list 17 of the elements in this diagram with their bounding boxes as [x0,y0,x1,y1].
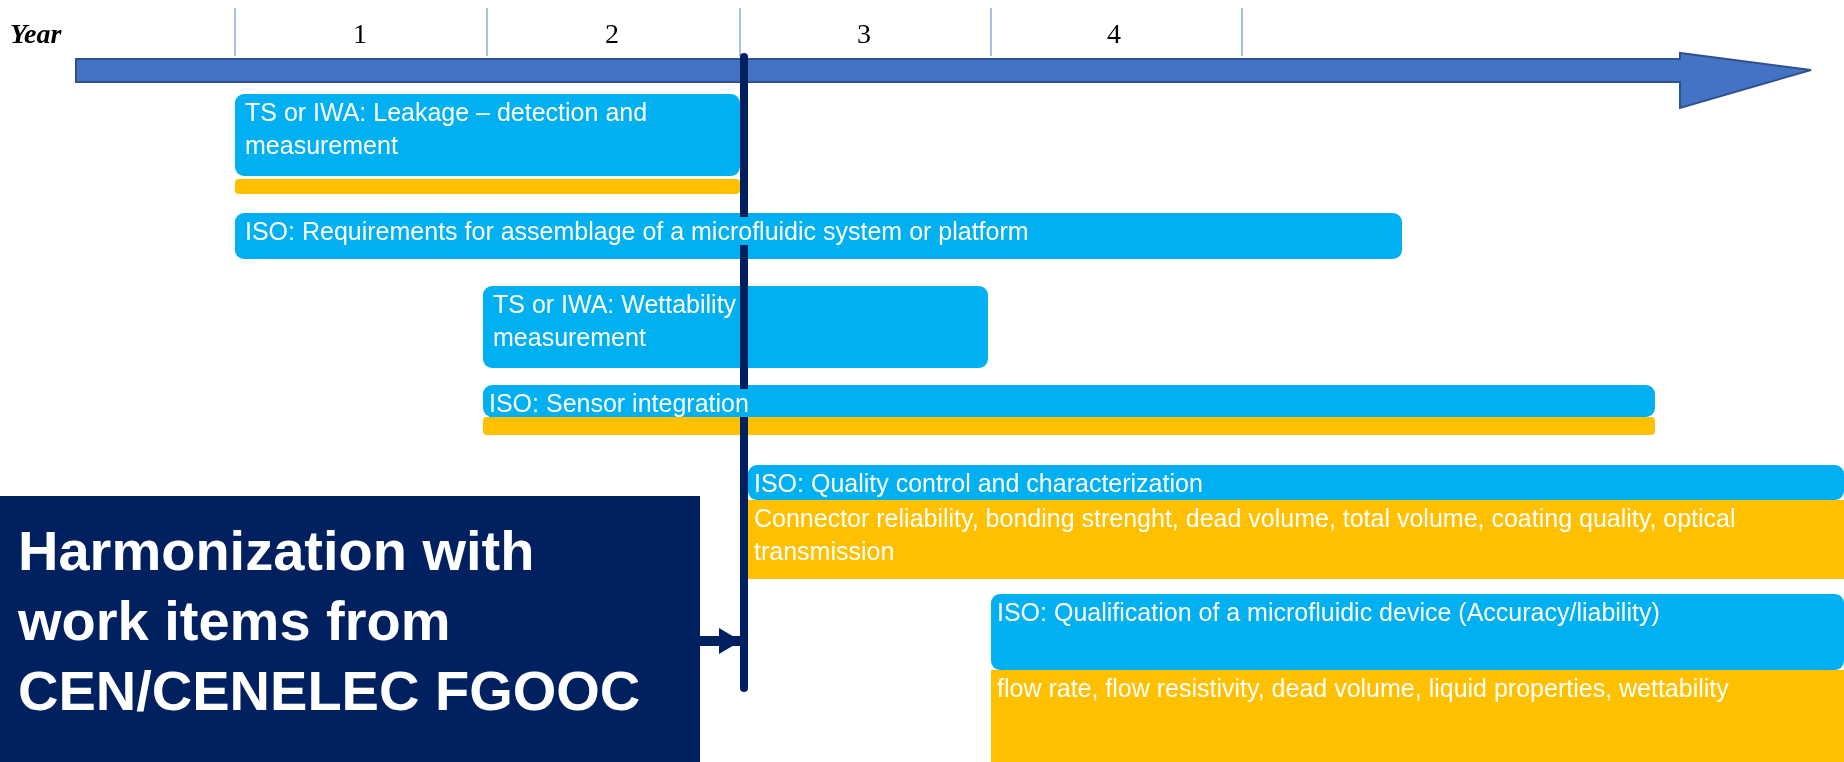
year-number: 1 [353,18,367,50]
detail-bar: Connector reliability, bonding strenght, dead volume, total volume, coating quality, optical transmission [748,500,1844,579]
task-bar: ISO: Qualification of a microfluidic device (Accuracy/liability) [991,594,1844,670]
arrow [700,628,741,654]
empty-detail-bar [483,417,1655,435]
task-bar: TS or IWA: Wettability measurement [483,286,988,368]
task-bar: ISO: Sensor integration [483,385,1655,417]
empty-detail-bar [235,179,740,194]
task-bar: TS or IWA: Leakage – detection and measurement [235,94,740,176]
year-number: 2 [605,18,619,50]
detail-bar: flow rate, flow resistivity, dead volume, liquid properties, wettability [991,670,1844,762]
axis-title: Year [10,18,62,50]
task-bar: ISO: Quality control and characterization [748,465,1844,500]
year-number: 3 [857,18,871,50]
year-number: 4 [1107,18,1121,50]
task-bar: ISO: Requirements for assemblage of a microfluidic system or platform [235,213,1402,259]
note-box: Harmonization with work items from CEN/CENELEC FGOOC [0,496,700,762]
